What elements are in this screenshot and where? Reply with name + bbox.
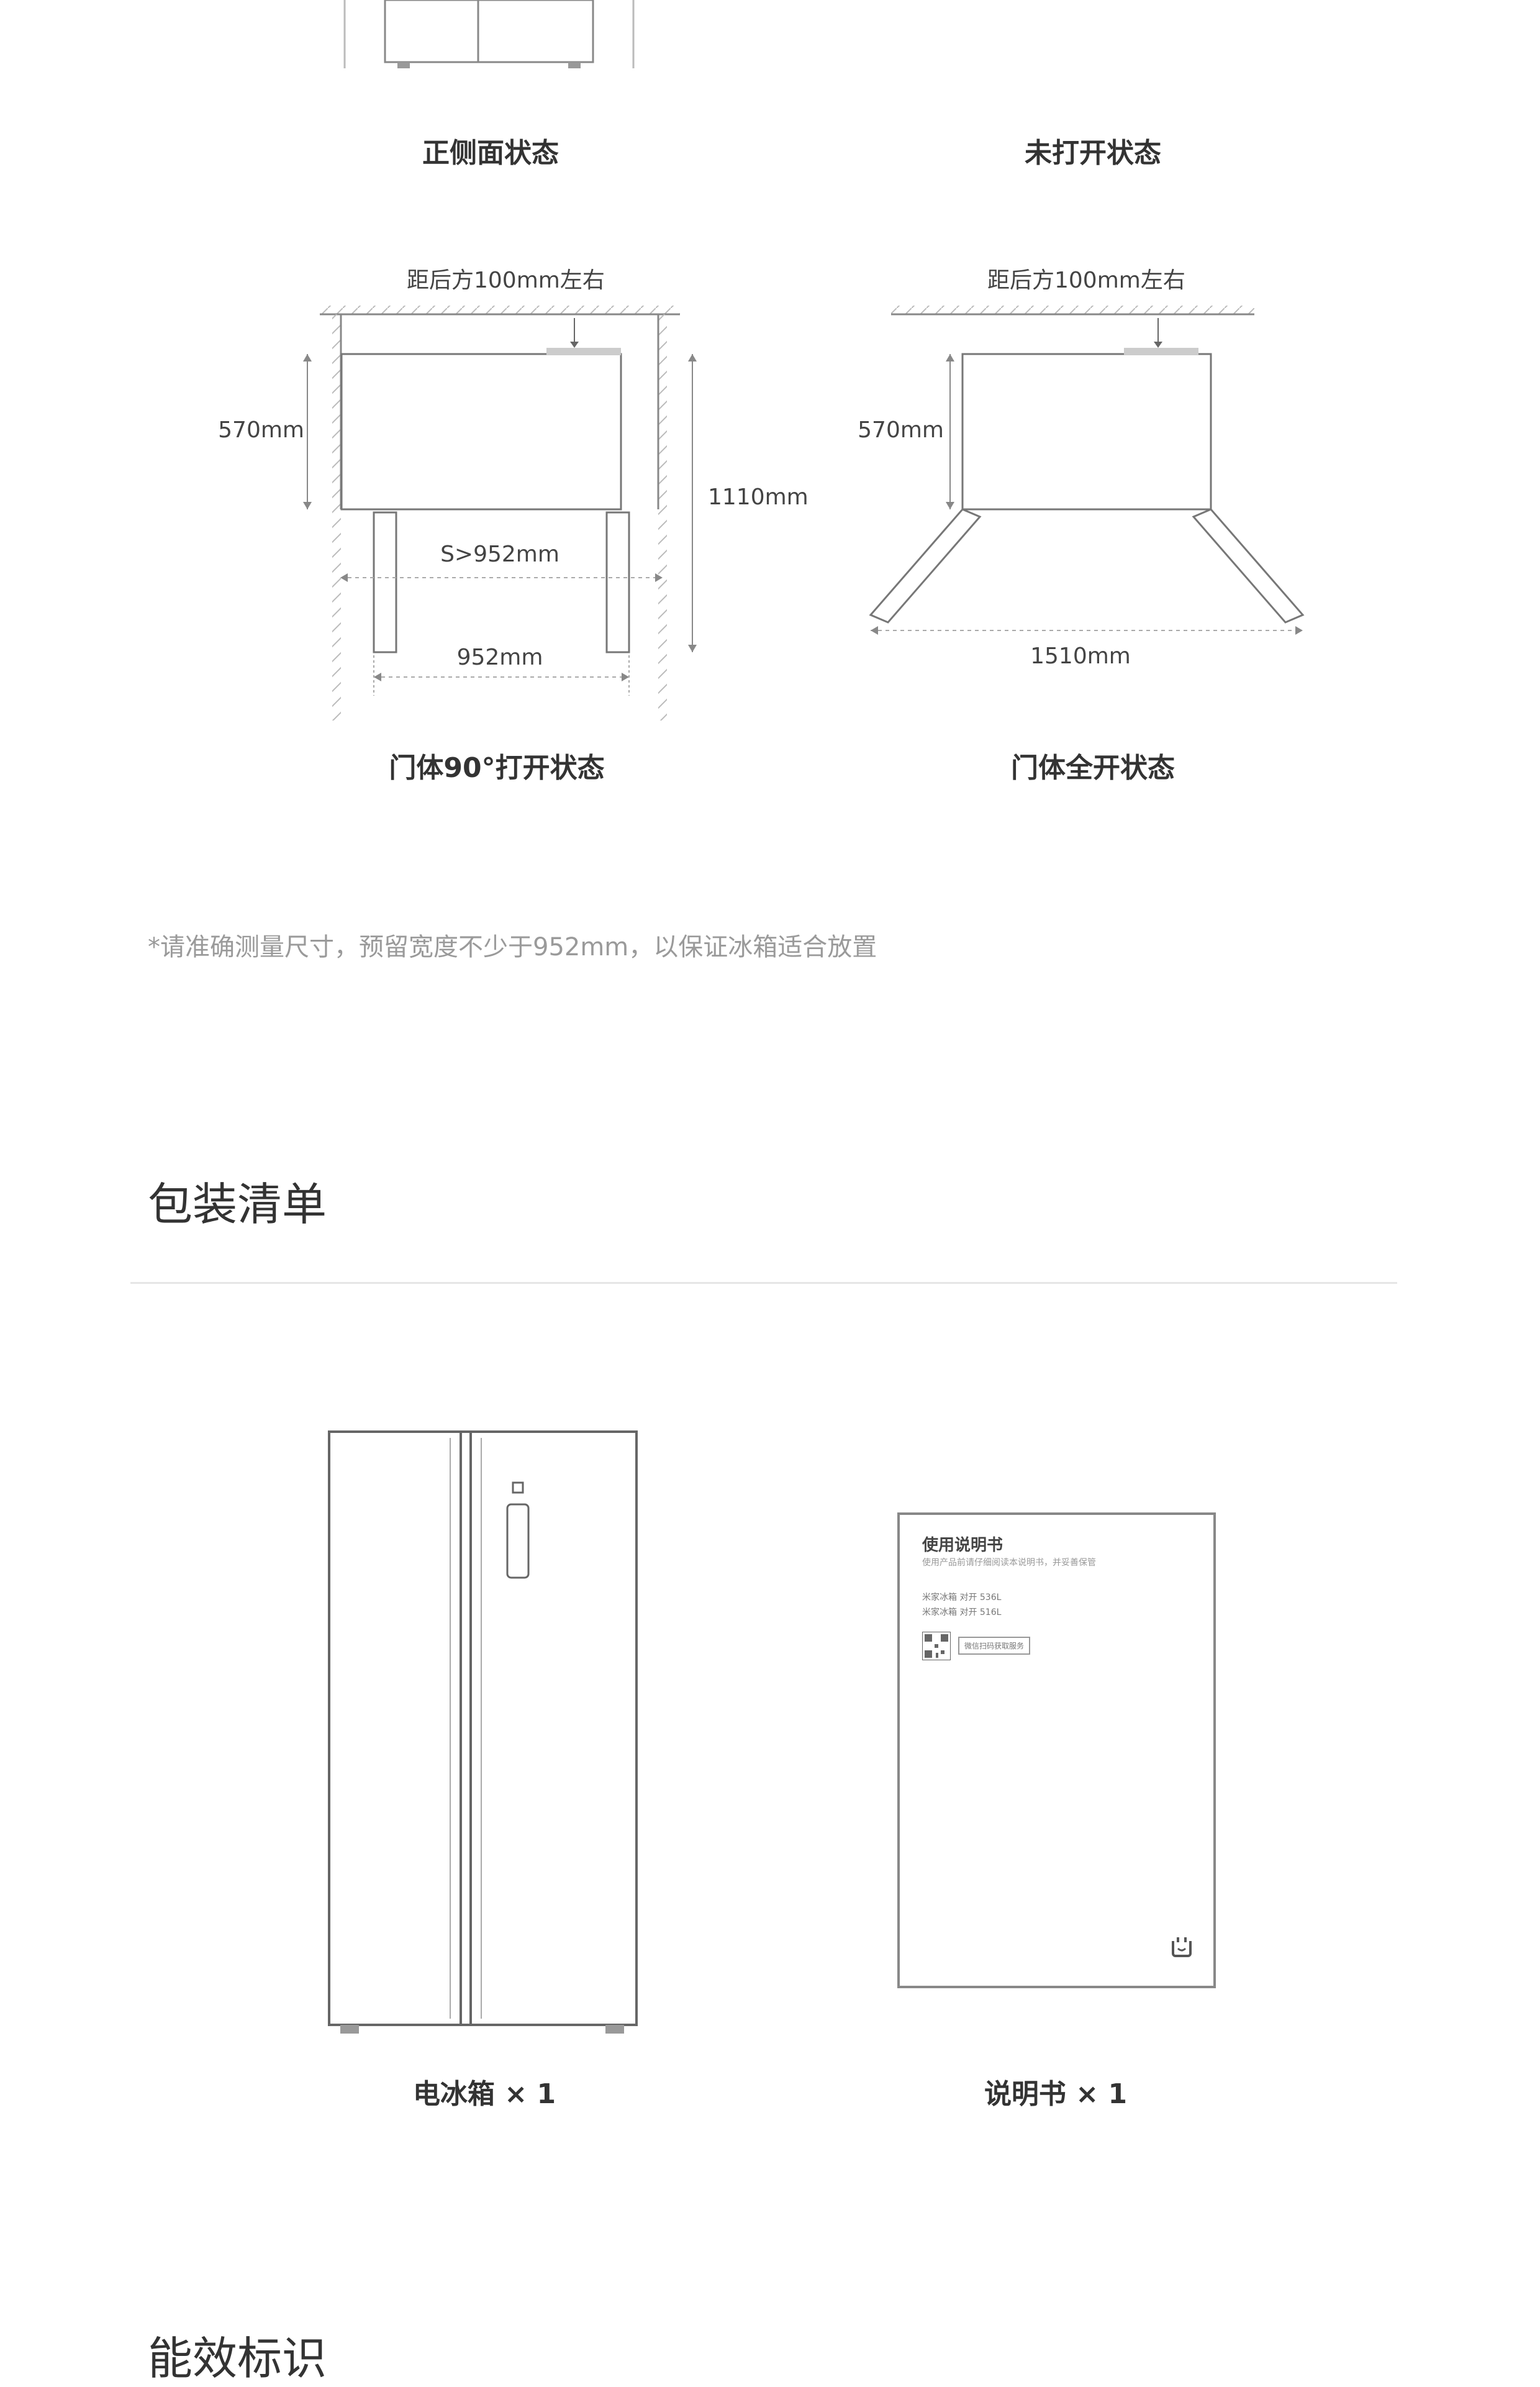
manual-illustration: 使用说明书 使用产品前请仔细阅读本说明书，并妥善保管 米家冰箱 对开 536L … — [897, 1512, 1216, 1988]
caption-fridge: 电冰箱 × 1 — [412, 2078, 556, 2110]
door-90-diagram — [303, 306, 697, 721]
caption-front-side: 正侧面状态 — [422, 137, 559, 169]
manual-title: 使用说明书 — [922, 1536, 1003, 1555]
mi-logo-icon — [1172, 1937, 1192, 1957]
caption-door-90: 门体90°打开状态 — [389, 752, 605, 784]
manual-subtitle: 使用产品前请仔细阅读本说明书，并妥善保管 — [922, 1558, 1096, 1568]
fridge-illustration — [328, 1430, 638, 2034]
caption-door-full: 门体全开状态 — [1011, 752, 1175, 784]
manual-model-1: 米家冰箱 对开 536L — [922, 1593, 1002, 1603]
caption-manual: 说明书 × 1 — [984, 2078, 1128, 2110]
section-title-energy: 能效标识 — [148, 2332, 327, 2385]
caption-closed: 未打开状态 — [1025, 137, 1161, 169]
manual-service-button: 微信扫码获取服务 — [958, 1637, 1031, 1655]
label-90-width: 952mm — [456, 645, 543, 670]
section-title-packing: 包装清单 — [148, 1178, 327, 1230]
footnote: *请准确测量尺寸，预留宽度不少于952mm，以保证冰箱适合放置 — [148, 933, 877, 962]
label-full-width: 1510mm — [1030, 643, 1131, 669]
label-90-depth: 570mm — [218, 417, 304, 443]
section-divider — [130, 1282, 1397, 1284]
door-full-diagram — [869, 306, 1305, 635]
label-full-back-gap: 距后方100mm左右 — [987, 268, 1185, 293]
label-90-space: S>952mm — [440, 542, 559, 567]
label-90-total-depth: 1110mm — [708, 484, 808, 510]
qr-code-icon — [922, 1632, 951, 1660]
label-90-back-gap: 距后方100mm左右 — [407, 268, 605, 293]
top-partial-diagram — [343, 0, 635, 68]
label-full-depth: 570mm — [858, 417, 944, 443]
manual-model-2: 米家冰箱 对开 516L — [922, 1607, 1002, 1617]
